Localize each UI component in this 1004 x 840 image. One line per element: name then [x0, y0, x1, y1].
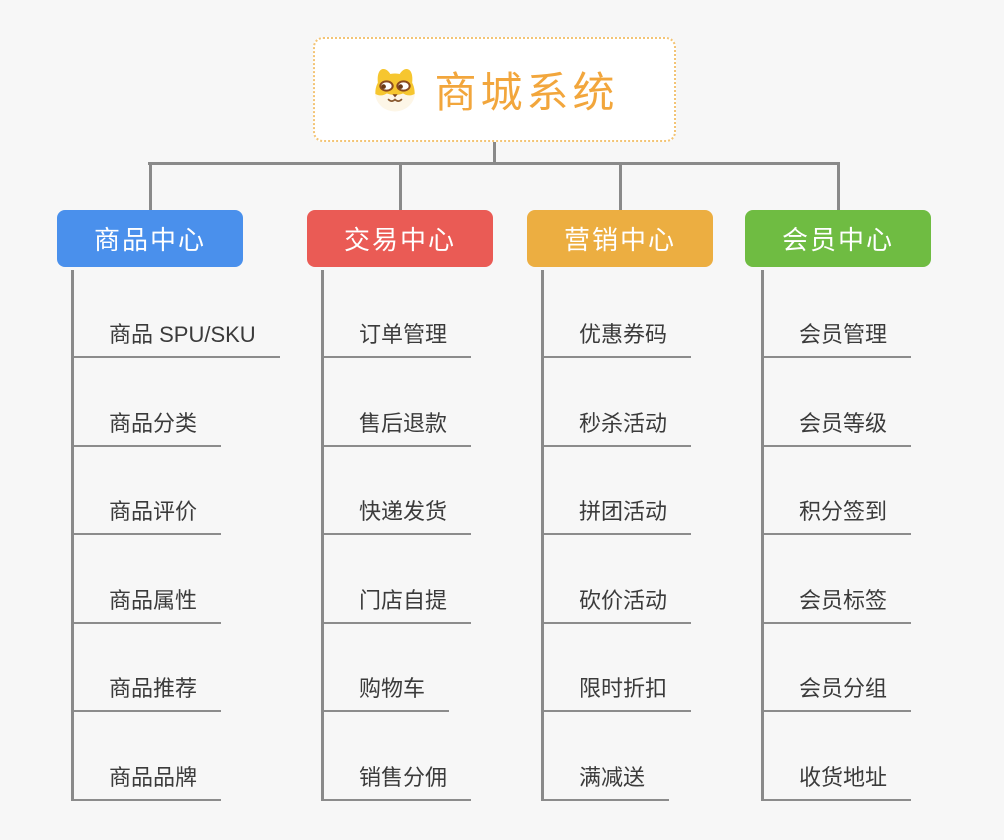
leaf-item[interactable]: 销售分佣 — [324, 765, 472, 801]
leaf-item[interactable]: 会员分组 — [764, 676, 912, 712]
connector-category-drop — [399, 162, 402, 210]
leaf-item[interactable]: 积分签到 — [764, 499, 912, 535]
leaf-item[interactable]: 商品评价 — [74, 499, 222, 535]
root-node[interactable]: 商城系统 — [313, 37, 676, 142]
leaf-item[interactable]: 优惠券码 — [544, 322, 692, 358]
leaf-item[interactable]: 商品属性 — [74, 588, 222, 624]
leaf-item[interactable]: 秒杀活动 — [544, 411, 692, 447]
leaf-item[interactable]: 售后退款 — [324, 411, 472, 447]
category-node[interactable]: 商品中心 — [57, 210, 243, 267]
leaf-item[interactable]: 砍价活动 — [544, 588, 692, 624]
leaf-item[interactable]: 会员等级 — [764, 411, 912, 447]
leaf-column: 会员管理会员等级积分签到会员标签会员分组收货地址 — [761, 270, 1001, 801]
leaf-item[interactable]: 拼团活动 — [544, 499, 692, 535]
leaf-column: 优惠券码秒杀活动拼团活动砍价活动限时折扣满减送 — [541, 270, 781, 801]
leaf-item[interactable]: 购物车 — [324, 676, 450, 712]
leaf-item[interactable]: 商品推荐 — [74, 676, 222, 712]
leaf-item[interactable]: 限时折扣 — [544, 676, 692, 712]
leaf-item[interactable]: 门店自提 — [324, 588, 472, 624]
shiba-dog-icon — [370, 67, 420, 113]
leaf-column: 订单管理售后退款快递发货门店自提购物车销售分佣 — [321, 270, 561, 801]
leaf-item[interactable]: 收货地址 — [764, 765, 912, 801]
category-label: 会员中心 — [781, 225, 894, 255]
leaf-column: 商品 SPU/SKU 商品分类商品评价商品属性商品推荐商品品牌 — [71, 270, 311, 801]
leaf-item[interactable]: 商品分类 — [74, 411, 222, 447]
connector-category-drop — [149, 162, 152, 210]
connector-branch-rail — [148, 162, 839, 165]
category-label: 商品中心 — [93, 225, 206, 255]
connector-root-drop — [493, 142, 496, 165]
leaf-item[interactable]: 商品 SPU/SKU — [74, 322, 280, 358]
category-node[interactable]: 营销中心 — [527, 210, 713, 267]
leaf-item[interactable]: 快递发货 — [324, 499, 472, 535]
connector-category-drop — [837, 162, 840, 210]
root-title: 商城系统 — [434, 69, 619, 116]
connector-category-drop — [619, 162, 622, 210]
leaf-item[interactable]: 会员管理 — [764, 322, 912, 358]
category-label: 营销中心 — [563, 225, 676, 255]
leaf-item[interactable]: 订单管理 — [324, 322, 472, 358]
category-node[interactable]: 会员中心 — [745, 210, 931, 267]
leaf-item[interactable]: 满减送 — [544, 765, 670, 801]
leaf-item[interactable]: 商品品牌 — [74, 765, 222, 801]
category-node[interactable]: 交易中心 — [307, 210, 493, 267]
leaf-item[interactable]: 会员标签 — [764, 588, 912, 624]
category-label: 交易中心 — [343, 225, 456, 255]
